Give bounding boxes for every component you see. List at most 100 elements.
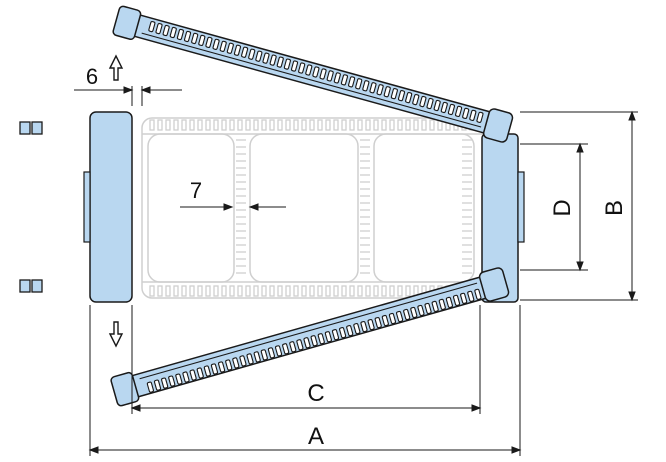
- arm-tooth: [274, 345, 283, 357]
- ghost-tooth: [325, 119, 331, 131]
- arm-tooth: [148, 21, 156, 33]
- ghost-tooth: [277, 285, 283, 297]
- arm-tooth: [476, 111, 484, 123]
- ghost-tooth: [309, 119, 315, 131]
- arm-tooth: [348, 76, 356, 88]
- ghost-tooth: [429, 119, 435, 131]
- arm-tooth: [467, 290, 475, 302]
- ghost-tooth: [197, 119, 203, 131]
- ghost-tooth: [173, 285, 179, 297]
- dimension-label-d: D: [549, 199, 576, 216]
- arm-tooth: [362, 80, 370, 92]
- ghost-tooth: [221, 119, 227, 131]
- arm-tooth: [298, 62, 306, 74]
- ghost-tooth: [221, 285, 227, 297]
- ghost-tooth: [325, 285, 331, 297]
- dimension-label-a: A: [308, 423, 324, 450]
- ghost-tooth: [277, 119, 283, 131]
- ghost-tooth: [349, 285, 355, 297]
- arm-tooth: [146, 381, 154, 393]
- dimension-label-7: 7: [190, 178, 202, 203]
- arm-tooth: [225, 359, 233, 371]
- ghost-tooth: [181, 285, 187, 297]
- arm-tooth: [396, 310, 404, 323]
- arm-tooth: [469, 109, 477, 121]
- arm-tooth: [233, 44, 242, 56]
- ghost-tooth: [269, 285, 275, 297]
- clip-icon: [19, 121, 43, 135]
- arm-tooth: [241, 46, 249, 58]
- dimension-lines: [74, 86, 638, 456]
- arm-tooth: [296, 339, 304, 351]
- arm-tooth: [447, 103, 455, 116]
- ghost-tooth: [189, 285, 195, 297]
- arm-tooth: [205, 36, 213, 48]
- ghost-tooth: [237, 285, 243, 297]
- arm-tooth: [153, 379, 162, 391]
- ghost-tooth: [405, 119, 411, 131]
- arm-tooth: [324, 331, 332, 343]
- arm-tooth: [283, 58, 291, 70]
- ghost-tooth: [389, 285, 395, 297]
- arm-tooth: [196, 367, 204, 379]
- arm-end-cap: [112, 5, 142, 41]
- ghost-tooth: [309, 285, 315, 297]
- arm-tooth: [168, 375, 176, 387]
- arm-tooth: [326, 70, 334, 82]
- dimension-label-b: B: [601, 200, 628, 216]
- ghost-tooth: [349, 119, 355, 131]
- arm-tooth: [403, 308, 411, 321]
- arm-tooth: [388, 312, 397, 325]
- arm-tooth: [440, 101, 448, 114]
- arm-tooth: [369, 82, 377, 94]
- arm-tooth: [452, 294, 461, 306]
- ghost-tooth: [245, 285, 251, 297]
- ghost-tooth: [381, 285, 387, 297]
- arm-tooth: [390, 88, 398, 100]
- arm-tooth: [191, 32, 199, 45]
- ghost-tooth: [165, 119, 171, 131]
- ghost-tooth: [301, 285, 307, 297]
- clip-icon: [19, 279, 43, 293]
- arm-tooth: [376, 84, 384, 96]
- arm-tooth: [290, 60, 299, 72]
- ghost-tooth: [165, 285, 171, 297]
- arm-tooth: [189, 369, 197, 381]
- arm-tooth: [226, 42, 234, 54]
- ghost-teeth: [149, 119, 483, 297]
- arm-tooth: [355, 78, 363, 90]
- arm-tooth: [253, 351, 261, 363]
- arm-tooth: [175, 373, 183, 385]
- arm-tooth: [340, 74, 349, 86]
- arm-tooth: [339, 327, 347, 339]
- ghost-tooth: [365, 285, 371, 297]
- arm-tooth: [219, 40, 227, 52]
- ghost-tooth: [261, 285, 267, 297]
- arm-tooth: [312, 66, 320, 78]
- ghost-tooth: [373, 285, 379, 297]
- ghost-tooth: [157, 285, 163, 297]
- ghost-tooth: [397, 285, 403, 297]
- arm-tooth: [203, 365, 211, 377]
- arm-tooth: [462, 107, 470, 119]
- arrow-up-icon: [108, 54, 124, 81]
- arm-tooth: [460, 292, 468, 304]
- ghost-tooth: [373, 119, 379, 131]
- arm-tooth: [305, 64, 313, 76]
- arm-tooth: [381, 314, 389, 327]
- left-end-block: [83, 111, 133, 303]
- ghost-tooth: [157, 119, 163, 131]
- ghost-tooth: [149, 119, 155, 131]
- lower-chain-arm: [110, 267, 510, 407]
- arm-tooth: [405, 92, 413, 104]
- ghost-tooth: [413, 119, 419, 131]
- ghost-tooth: [293, 119, 299, 131]
- arm-tooth: [183, 30, 192, 43]
- arm-tooth: [419, 95, 427, 108]
- ghost-tooth: [381, 119, 387, 131]
- arm-tooth: [397, 90, 406, 102]
- arm-tooth: [346, 325, 354, 337]
- ghost-tooth: [213, 285, 219, 297]
- arm-tooth: [162, 24, 170, 37]
